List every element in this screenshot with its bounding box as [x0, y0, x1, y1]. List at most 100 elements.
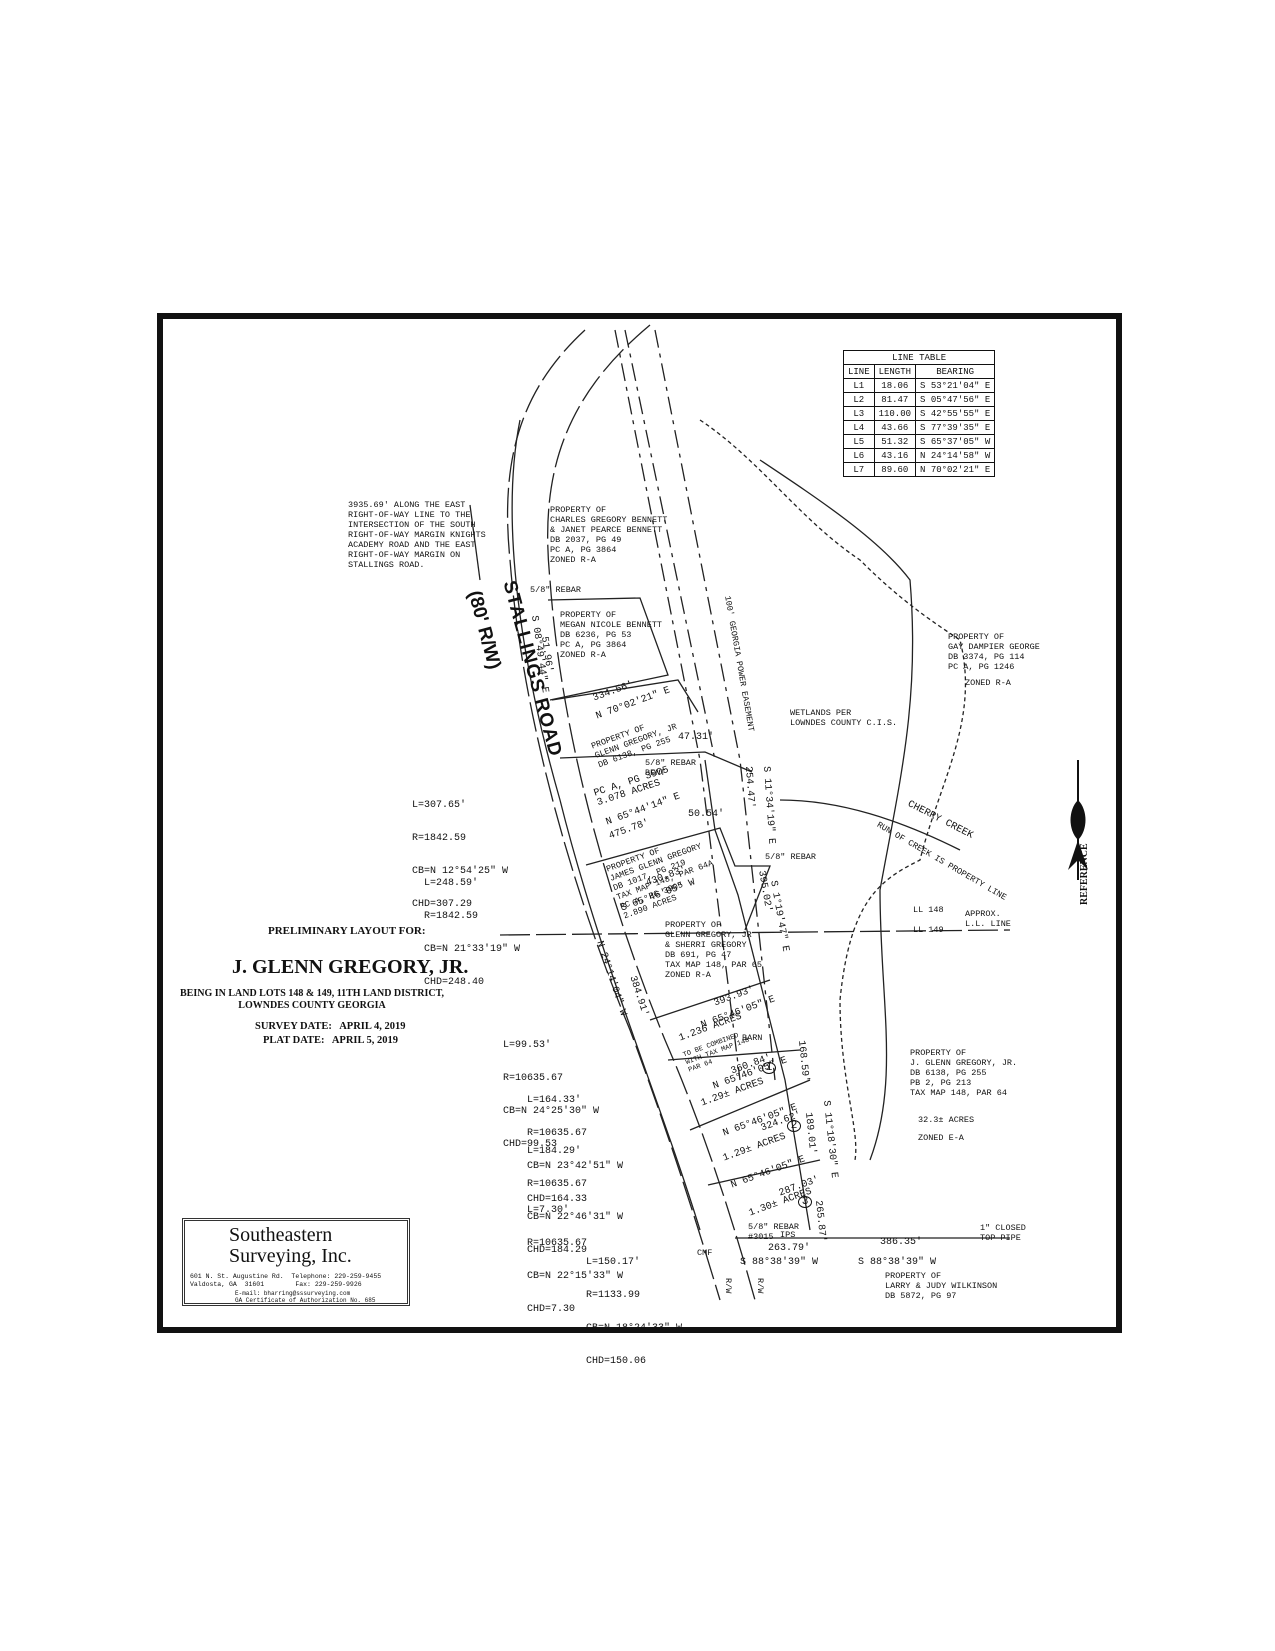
rebar-mid-label: 5/8" REBAR — [765, 852, 817, 862]
curve-radius: R=1133.99 — [586, 1290, 641, 1301]
curve-2: L=248.59' R=1842.59 CB=N 21°33'19" W CHD… — [424, 856, 520, 999]
company-name-1: Southeastern — [229, 1224, 333, 1246]
east-boundary — [759, 459, 914, 1161]
lot-number-2: 2 — [787, 1120, 801, 1132]
cell: L5 — [843, 434, 875, 449]
bottom-bearing: S 88°38'39" W — [740, 1257, 819, 1268]
curve-7: L=150.17' R=1133.99 CB=N 18°24'33" W CHD… — [586, 1235, 682, 1378]
north-arrow-icon — [1068, 760, 1088, 880]
curve-chord: CHD=164.33 — [527, 1194, 588, 1205]
curve-chord: CHD=99.53 — [503, 1139, 558, 1150]
rw-left-label: R/W — [723, 1278, 733, 1294]
tract-1-north — [551, 679, 699, 713]
cell: L1 — [843, 378, 875, 393]
curve-1: L=307.65' R=1842.59 CB=N 12°54'25" W CHD… — [412, 778, 508, 921]
tract-bennett — [547, 597, 669, 701]
rebar-bent-label: 5/8" REBAR BENT — [645, 758, 697, 778]
curve-3: L=99.53' R=10635.67 CB=N 24°25'30" W CHD… — [503, 1018, 599, 1161]
lot-line-2 — [689, 1079, 811, 1131]
road-centerline — [511, 419, 701, 1231]
lot-line-1 — [667, 1049, 801, 1061]
curve-chord: CHD=7.30 — [527, 1304, 576, 1315]
reference-note: 3935.69' ALONG THE EAST RIGHT-OF-WAY LIN… — [348, 500, 486, 570]
curve-bearing: CB=N 22°46'31" W — [527, 1212, 624, 1223]
cherry-creek-stroke — [779, 799, 961, 851]
curve-length: L=307.65' — [412, 800, 467, 811]
tract-2-line — [559, 751, 753, 773]
cell: S 05°47'56" E — [915, 392, 996, 407]
george-zone: ZONED R-A — [965, 678, 1011, 688]
gregory-sherri-note: PROPERTY OF GLENN GREGORY, JR & SHERRI G… — [665, 920, 762, 980]
company-name-2: Surveying, Inc. — [229, 1245, 352, 1267]
cell: S 42°55'55" E — [915, 406, 996, 421]
east-dim-1: 254.47' — [742, 765, 756, 809]
cell: L6 — [843, 448, 875, 463]
length-header: LENGTH — [873, 364, 917, 379]
curve-chord: CHD=248.40 — [424, 977, 485, 988]
cell: S 53°21'04" E — [915, 378, 996, 393]
curve-radius: R=10635.67 — [503, 1073, 564, 1084]
cell: 43.66 — [873, 420, 917, 435]
wilkinson-note: PROPERTY OF LARRY & JUDY WILKINSON DB 58… — [885, 1271, 998, 1301]
curve-chord: CHD=150.06 — [586, 1356, 647, 1367]
curve-6: L=7.30' R=10635.67 CB=N 22°15'33" W CHD=… — [527, 1183, 623, 1326]
company-logo: Southeastern Surveying, Inc. 601 N. St. … — [182, 1218, 410, 1306]
curve-bearing: CB=N 12°54'25" W — [412, 866, 509, 877]
cell: N 24°14'58" W — [915, 448, 996, 463]
new-lot-line — [649, 979, 771, 1021]
curve-4: L=164.33' R=10635.67 CB=N 23°42'51" W CH… — [527, 1073, 623, 1216]
land-lot-line — [499, 929, 1011, 936]
cell: L3 — [843, 406, 875, 421]
lot-number-3: 3 — [798, 1196, 812, 1208]
curve-length: L=248.59' — [424, 878, 479, 889]
cell: 81.47 — [873, 392, 917, 407]
line-table-title: LINE TABLE — [842, 350, 996, 365]
company-email: E-mail: bharring@sssurveying.com GA Cert… — [235, 1290, 376, 1304]
curve-radius: R=10635.67 — [527, 1238, 588, 1249]
curve-radius: R=10635.67 — [527, 1179, 588, 1190]
curve-chord: CHD=307.29 — [412, 899, 473, 910]
creek-line — [699, 419, 967, 1161]
cell: 43.16 — [873, 448, 917, 463]
ll148-label: LL 148 — [913, 905, 944, 915]
approx-ll-label: APPROX. L.L. LINE — [965, 909, 1011, 929]
acres-32-label: 32.3± ACRES — [918, 1115, 975, 1125]
small-dim-1: 47.31' — [678, 732, 715, 743]
wetlands-note: WETLANDS PER LOWNDES COUNTY C.I.S. — [790, 708, 898, 728]
curve-bearing: CB=N 18°24'33" W — [586, 1323, 683, 1334]
gregory-east-note: PROPERTY OF J. GLENN GREGORY, JR. DB 613… — [910, 1048, 1018, 1098]
being-in-land-lots: BEING IN LAND LOTS 148 & 149, 11TH LAND … — [180, 988, 445, 1011]
cell: 89.60 — [873, 462, 917, 477]
cell: S 65°37'05" W — [915, 434, 996, 449]
curve-radius: R=10635.67 — [527, 1128, 588, 1139]
zoned-ea-label: ZONED E-A — [918, 1133, 964, 1143]
easement-line-2 — [654, 329, 776, 1081]
prelim-title: PRELIMINARY LAYOUT FOR: — [268, 925, 426, 937]
line-header: LINE — [843, 364, 875, 379]
curve-bearing: CB=N 21°33'19" W — [424, 944, 521, 955]
curve-length: L=99.53' — [503, 1040, 552, 1051]
cell: 110.00 — [873, 406, 917, 421]
reference-leader — [469, 504, 481, 581]
lot-number-1: 1 — [762, 1062, 776, 1074]
curve-radius: R=1842.59 — [412, 833, 467, 844]
closed-pipe-label: 1" CLOSED TOP PIPE — [980, 1223, 1026, 1243]
bottom-bearing-2: S 88°38'39" W — [858, 1257, 937, 1268]
cell: 51.32 — [873, 434, 917, 449]
curve-radius: R=1842.59 — [424, 911, 479, 922]
road-east-edge — [547, 324, 756, 1301]
rw-right-label: R/W — [755, 1278, 765, 1294]
bennett-cg-note: PROPERTY OF CHARLES GREGORY BENNETT & JA… — [550, 505, 668, 565]
curve-bearing: CB=N 23°42'51" W — [527, 1161, 624, 1172]
cell: L4 — [843, 420, 875, 435]
company-address: 601 N. St. Augustine Rd. Telephone: 229-… — [190, 1273, 382, 1288]
easement-line-3 — [624, 329, 716, 761]
easement-line-1 — [614, 329, 741, 1081]
cmf-label: CMF — [697, 1248, 713, 1258]
curve-length: L=7.30' — [527, 1205, 570, 1216]
